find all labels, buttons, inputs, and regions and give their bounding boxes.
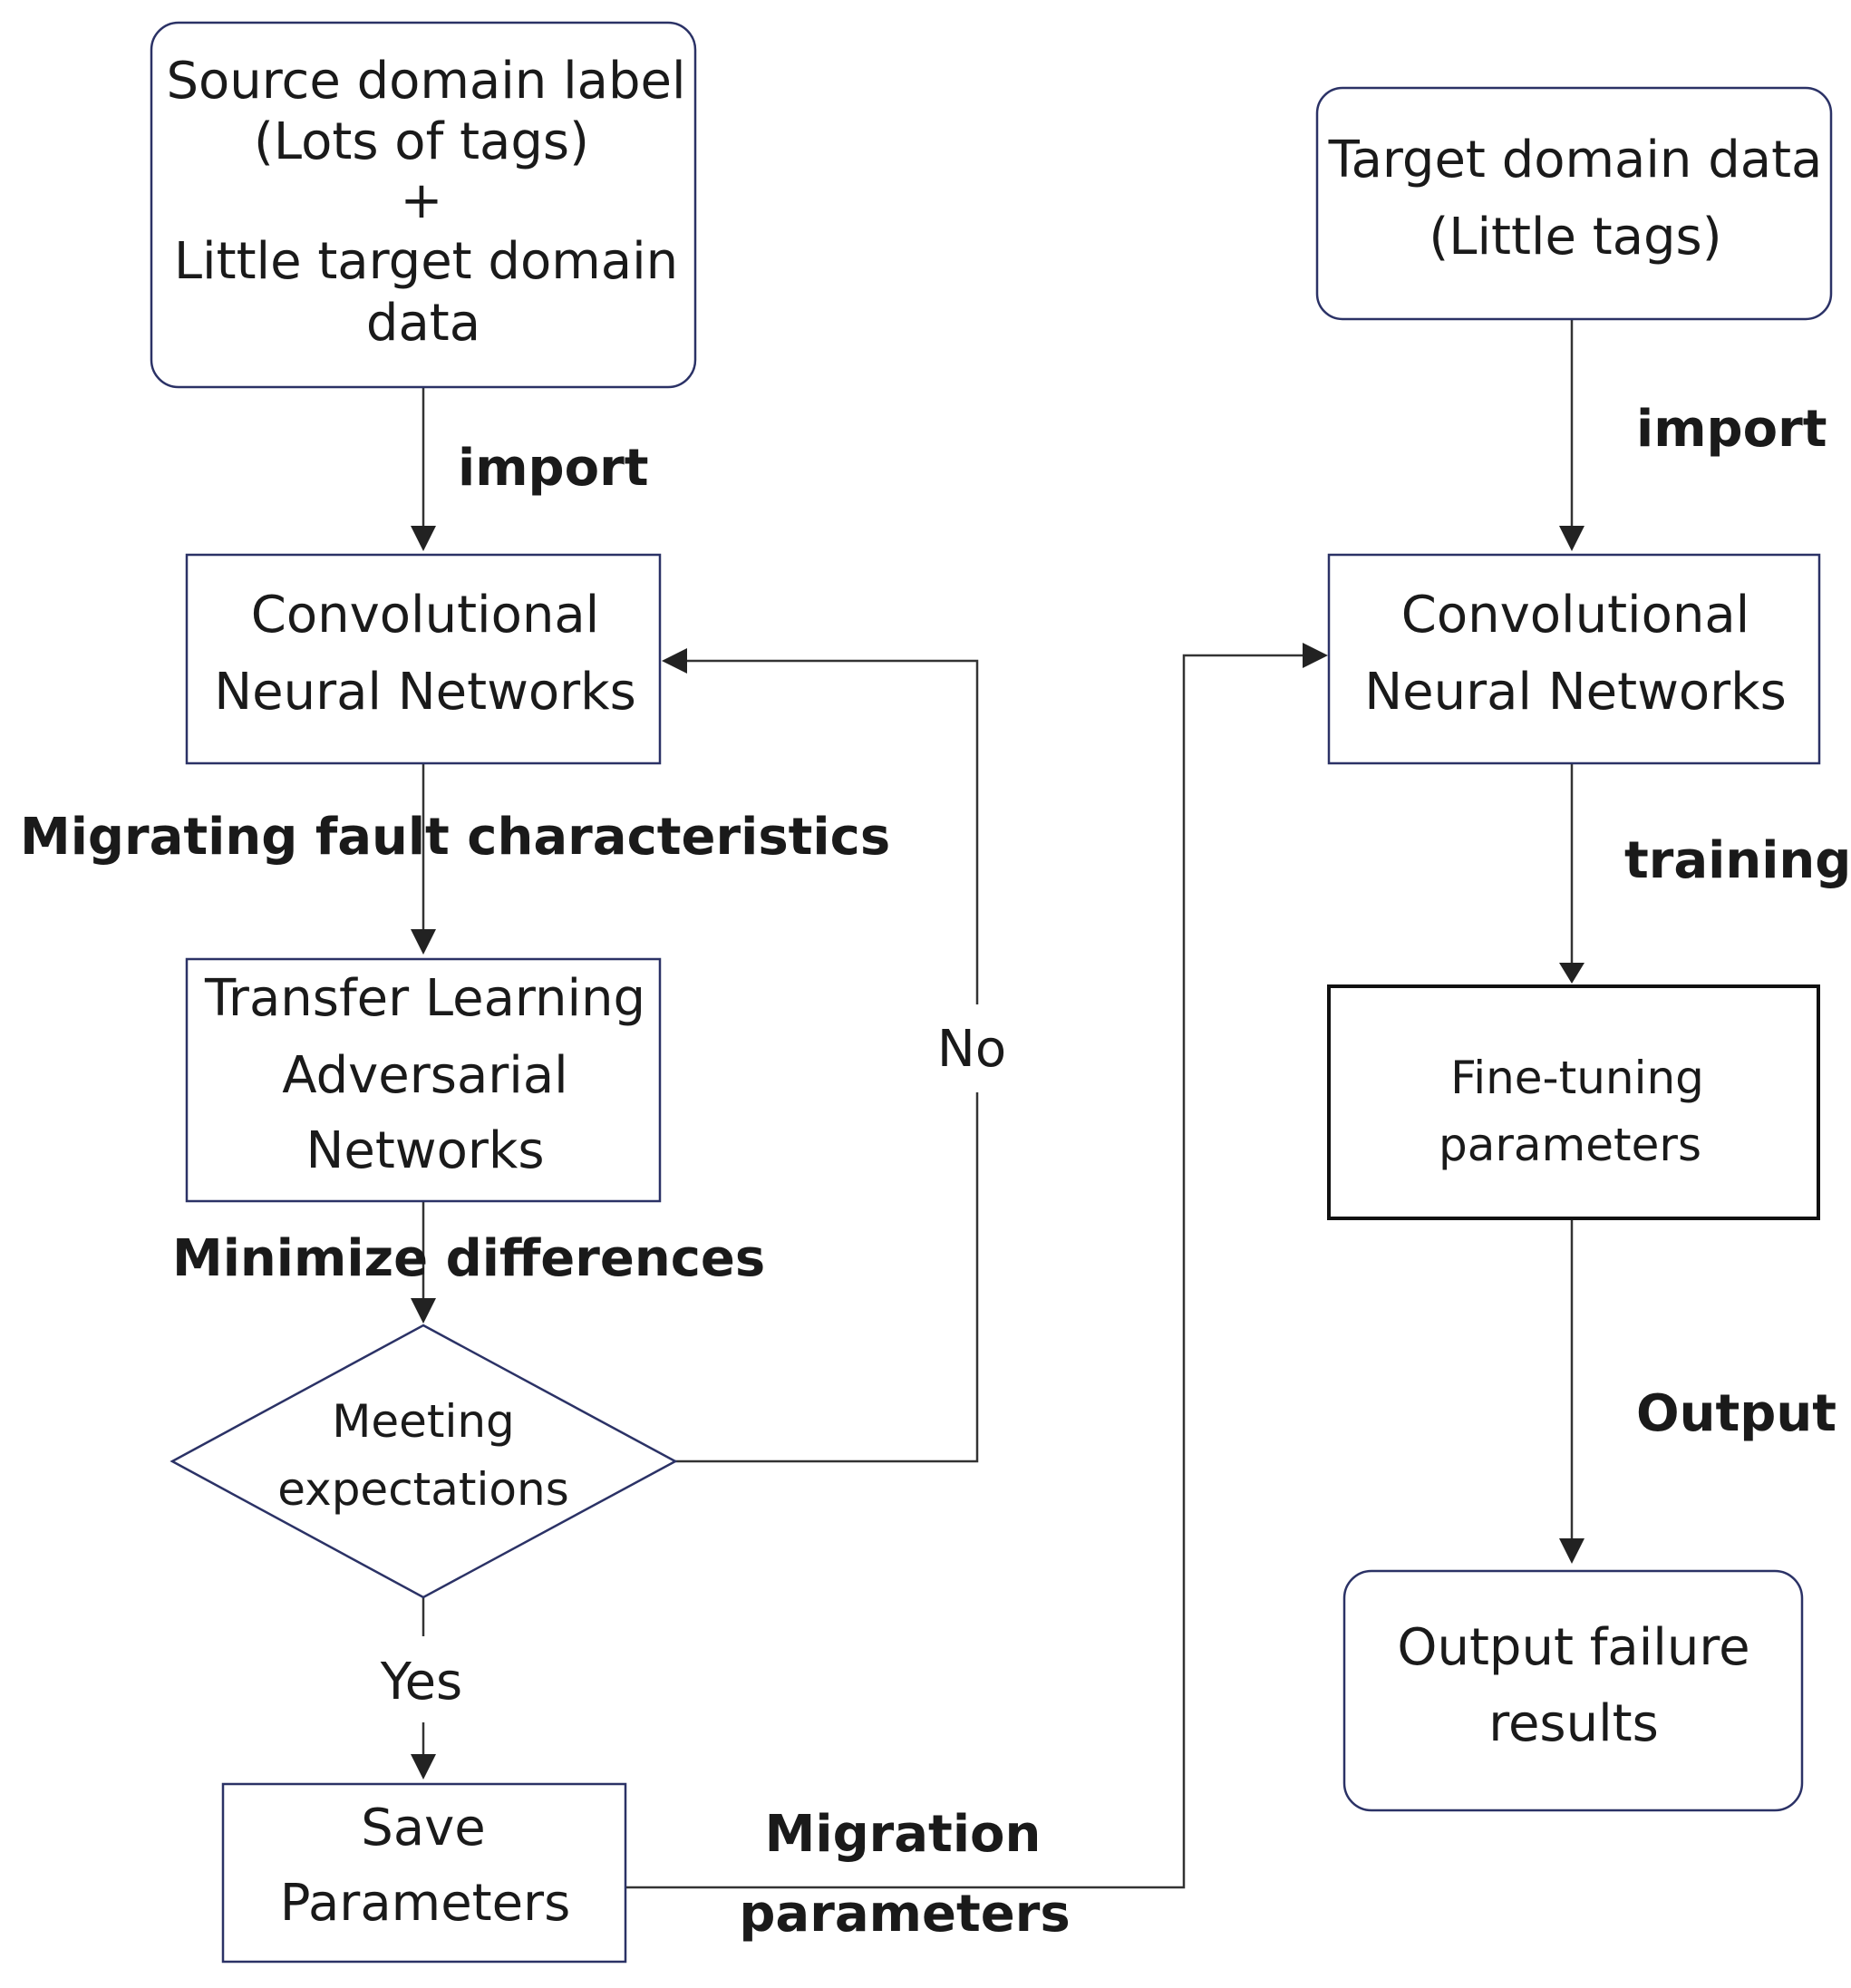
cnn-right-line-2: Neural Networks — [1364, 663, 1787, 722]
arrowhead-diamond — [411, 1298, 436, 1324]
save-parameters-line-1: Save — [361, 1799, 485, 1857]
output-failure-line-2: results — [1488, 1694, 1659, 1753]
arrowhead-cnn-right-side — [1303, 643, 1328, 668]
decision-line-2: expectations — [277, 1463, 569, 1516]
arrowhead-save — [411, 1754, 436, 1780]
source-domain-line-2: (Lots of tags) — [254, 112, 589, 171]
fine-tuning-line-2: parameters — [1439, 1119, 1701, 1171]
cnn-right-node: Convolutional Neural Networks — [1327, 553, 1821, 765]
edge-label-import-left: import — [458, 439, 649, 498]
edge-save-to-cnn-right — [625, 654, 1307, 1889]
fine-tuning-line-1: Fine-tuning — [1450, 1052, 1704, 1104]
target-domain-line-1: Target domain data — [1328, 131, 1823, 189]
edge-no-to-cnn-left — [684, 659, 979, 1004]
transfer-learning-line-2: Adversarial — [282, 1046, 567, 1105]
cnn-left-node: Convolutional Neural Networks — [185, 553, 662, 765]
arrowhead-transfer — [411, 929, 436, 955]
source-domain-line-3: + — [401, 171, 443, 230]
cnn-left-line-1: Convolutional — [251, 586, 599, 645]
decision-line-1: Meeting — [332, 1395, 515, 1448]
source-domain-line-5: data — [366, 294, 480, 353]
output-failure-node: Output failure results — [1342, 1569, 1804, 1812]
edge-diamond-to-no — [675, 1092, 979, 1463]
edge-label-output: Output — [1636, 1384, 1836, 1443]
edge-label-yes: Yes — [380, 1653, 462, 1712]
edge-label-migrating: Migrating fault characteristics — [20, 808, 890, 867]
output-failure-line-1: Output failure — [1397, 1618, 1749, 1677]
fine-tuning-node: Fine-tuning parameters — [1327, 984, 1820, 1220]
cnn-right-line-1: Convolutional — [1401, 586, 1749, 645]
cnn-left-line-2: Neural Networks — [214, 663, 636, 722]
arrowhead-no-loop — [662, 648, 687, 674]
arrowhead-cnn-left — [411, 526, 436, 551]
edge-label-no: No — [937, 1020, 1006, 1079]
save-parameters-line-2: Parameters — [280, 1874, 571, 1933]
edge-label-parameters: parameters — [739, 1885, 1070, 1944]
edge-label-training: training — [1624, 831, 1851, 890]
transfer-learning-line-3: Networks — [306, 1121, 545, 1180]
edge-label-import-right: import — [1636, 400, 1827, 459]
source-domain-line-1: Source domain label — [166, 52, 685, 111]
arrowhead-fine-tuning — [1559, 963, 1584, 984]
target-domain-line-2: (Little tags) — [1429, 208, 1721, 267]
edge-label-migration: Migration — [765, 1805, 1042, 1864]
arrowhead-output — [1559, 1538, 1584, 1564]
target-domain-node: Target domain data (Little tags) — [1315, 86, 1833, 321]
transfer-learning-line-1: Transfer Learning — [204, 969, 645, 1028]
source-domain-node: Source domain label (Lots of tags) + Lit… — [150, 21, 697, 389]
save-parameters-node: Save Parameters — [221, 1782, 627, 1964]
edge-label-minimize: Minimize differences — [172, 1229, 765, 1288]
transfer-learning-node: Transfer Learning Adversarial Networks — [185, 957, 662, 1203]
meeting-expectations-decision: Meeting expectations — [170, 1324, 678, 1599]
source-domain-line-4: Little target domain — [174, 232, 678, 291]
arrowhead-cnn-right — [1559, 526, 1584, 551]
